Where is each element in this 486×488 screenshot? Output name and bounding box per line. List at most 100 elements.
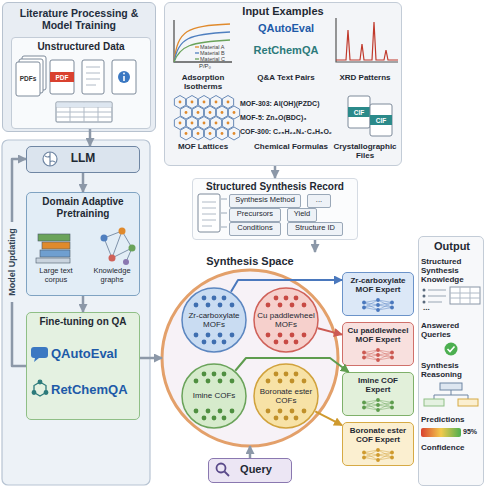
cluster-dots — [202, 416, 207, 421]
output-icons — [424, 399, 444, 406]
expert-network-icon — [364, 455, 378, 458]
cluster-dots — [294, 296, 299, 301]
mof-lattice — [210, 96, 221, 109]
isotherm-plot — [195, 58, 199, 59]
mof-lattice — [179, 101, 182, 104]
mof-lattice — [209, 111, 212, 114]
doc-lines — [86, 67, 100, 85]
mof-lattice — [228, 106, 239, 119]
cluster-dots — [294, 416, 299, 421]
field-box: Structure ID — [287, 222, 343, 236]
output-icons — [448, 347, 455, 352]
cluster-dots — [278, 379, 283, 384]
cluster-dots — [290, 303, 295, 308]
node-text: Answered Queries — [421, 321, 483, 339]
chat-icon — [31, 347, 48, 358]
info-icon — [123, 73, 125, 75]
cluster-dots — [218, 379, 223, 384]
text-corpus-icon — [40, 250, 70, 257]
label: MOF-303: Al(OH)(PZDC) — [240, 100, 346, 108]
synthesis-space-circle-outline — [160, 252, 340, 448]
cluster-dots — [222, 340, 227, 345]
mof-lattice — [180, 106, 191, 119]
text-corpus-icon — [38, 234, 70, 241]
expert-network-icon — [390, 401, 394, 405]
molecule-icon — [44, 391, 48, 395]
mof-lattice — [227, 101, 230, 104]
connector-arrow — [82, 173, 85, 192]
mof-lattice — [233, 111, 236, 114]
label: XRD Patterns — [330, 73, 400, 82]
mof-lattice — [192, 106, 203, 119]
cluster-dots — [230, 409, 235, 414]
node-heading: Cu paddlewheel MOFs — [255, 311, 317, 329]
cluster-dots — [266, 409, 271, 414]
expert-network-icon — [364, 400, 378, 408]
connector-arrow — [82, 296, 85, 312]
brain-icon — [43, 152, 57, 166]
expert-network-icon — [378, 408, 392, 411]
label: Q&A Text Pairs — [244, 73, 328, 82]
cif-files — [348, 96, 370, 128]
isotherm-plot — [195, 46, 199, 47]
cluster-dots — [230, 379, 235, 384]
mof-lattice — [197, 111, 200, 114]
output-icons — [423, 289, 426, 292]
mof-lattice — [179, 122, 182, 125]
document-icons — [50, 60, 74, 94]
expert-network-icon — [364, 305, 378, 308]
cluster-dots — [302, 303, 307, 308]
mof-lattice — [203, 122, 206, 125]
connector-arrow — [315, 411, 342, 425]
cluster-dots — [218, 303, 223, 308]
expert-network-icon — [390, 456, 394, 460]
mof-lattice — [186, 96, 197, 109]
magnifier-icon — [217, 464, 230, 477]
cluster-dots — [284, 296, 289, 301]
knowledge-graph-icon — [123, 259, 129, 265]
label: Material B — [200, 50, 232, 56]
cluster-dots — [290, 379, 295, 384]
mof-lattice — [210, 117, 221, 130]
mof-lattice — [197, 132, 200, 135]
record-document — [198, 194, 227, 232]
cluster-dots — [230, 303, 235, 308]
output-icons — [428, 290, 446, 302]
mof-lattice — [216, 127, 227, 140]
node-heading: Zr-carboxylate MOF Expert — [343, 273, 413, 294]
connector-arrow — [231, 280, 342, 292]
label: Material C — [200, 56, 232, 62]
node-text: Synthesis Reasoning — [421, 361, 483, 379]
label: MOF-5: Zn₄O(BDC)₃ — [240, 114, 346, 122]
node-heading: Unstructured Data — [12, 38, 150, 53]
expert-network-icon — [376, 298, 380, 302]
expert-network-icon — [364, 458, 378, 461]
label: Chemical Formulas — [244, 142, 338, 151]
cluster-circle-outline — [182, 288, 246, 352]
molecule-icon — [32, 391, 36, 395]
cluster-dots — [278, 303, 283, 308]
cluster-dots — [266, 379, 271, 384]
node-heading: Precursors — [230, 209, 280, 219]
knowledge-graph-icon — [101, 235, 108, 242]
cluster-dots — [212, 340, 217, 345]
mof-lattice — [174, 96, 185, 109]
mof-lattice — [203, 101, 206, 104]
cluster-dots — [218, 333, 223, 338]
output-icons — [421, 428, 461, 437]
cluster-dots — [202, 296, 207, 301]
label: QAutoEval — [246, 22, 326, 35]
mof-lattice — [209, 132, 212, 135]
node-text: ... — [423, 303, 463, 312]
info-icon — [118, 71, 130, 83]
cif-files — [348, 107, 370, 117]
output-icons — [450, 287, 480, 304]
mof-lattice — [204, 106, 215, 119]
node-heading: Conditions — [230, 223, 280, 233]
cluster-dots — [194, 379, 199, 384]
cluster-dots — [194, 409, 199, 414]
mof-lattice — [228, 127, 239, 140]
expert-network-icon — [378, 453, 392, 461]
node-heading: Domain Adaptive Pretraining — [27, 193, 139, 219]
mof-lattice — [174, 96, 239, 141]
